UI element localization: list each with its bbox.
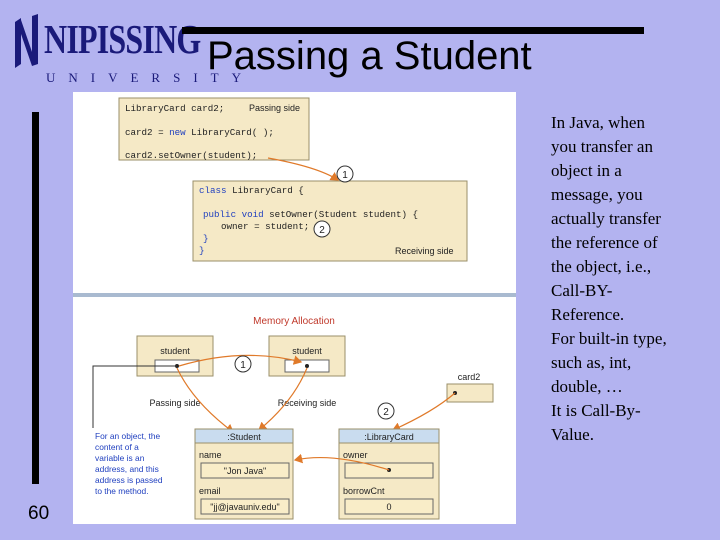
- passing-code-box: [118, 97, 310, 161]
- student-name-value: "Jon Java": [224, 466, 266, 476]
- student-email-value: "jj@javauniv.edu": [210, 502, 279, 512]
- page-number: 60: [28, 503, 50, 524]
- student-object-header: [194, 428, 294, 444]
- marker-1-memory: [234, 355, 252, 373]
- note-line-5: address is passed: [95, 475, 163, 485]
- receiving-ref-arrow: [258, 367, 308, 431]
- body-line: actually transfer: [551, 209, 661, 228]
- slide-title: Passing a Student: [207, 34, 532, 78]
- passing-side-memory-label: Passing side: [149, 398, 200, 408]
- receiving-code-line2: public void setOwner(Student student) {: [203, 209, 418, 220]
- passing-code-line3: card2.setOwner(student);: [125, 150, 257, 161]
- body-line: In Java, when: [551, 113, 645, 132]
- note-line-3: variable is an: [95, 453, 145, 463]
- logo-wordmark: NIPISSING: [44, 16, 201, 62]
- body-line: Call-BY-: [551, 281, 613, 300]
- note-line-2: content of a: [95, 442, 139, 452]
- body-line: For built-in type,: [551, 329, 667, 348]
- marker-1-top: [336, 165, 354, 183]
- receiving-code-line5: }: [199, 245, 205, 256]
- student-name-label: name: [199, 450, 222, 460]
- student-var-passing-label: student: [160, 346, 190, 356]
- card2-ref-arrow: [391, 392, 456, 432]
- body-line: the object, i.e.,: [551, 257, 652, 276]
- student-var-receiving-ref: [305, 364, 309, 368]
- note-box: [91, 428, 171, 498]
- student-name-slot: [200, 462, 290, 479]
- marker-2-memory: [377, 402, 395, 420]
- body-line: you transfer an: [551, 137, 653, 156]
- marker-2-memory-label: 2: [383, 407, 389, 418]
- receiving-code-line4: }: [203, 233, 209, 244]
- body-line: such as, int,: [551, 353, 632, 372]
- body-line: Reference.: [551, 305, 625, 324]
- receiving-side-label: Receiving side: [395, 246, 454, 256]
- university-logo: NIPISSING UNIVERSITY: [10, 10, 241, 90]
- section-divider: [73, 293, 516, 297]
- body-line: the reference of: [551, 233, 658, 252]
- owner-to-student-arrow: [293, 453, 390, 471]
- body-text: In Java, when you transfer an object in …: [551, 111, 716, 447]
- card-borrow-slot: [344, 498, 434, 515]
- student-object-title: :Student: [227, 432, 261, 442]
- librarycard-object-header: [338, 428, 440, 444]
- student-email-label: email: [199, 486, 221, 496]
- passing-side-label: Passing side: [249, 103, 300, 113]
- memory-heading: Memory Allocation: [253, 316, 335, 327]
- card-borrow-label: borrowCnt: [343, 486, 385, 496]
- card-owner-label: owner: [343, 450, 368, 460]
- card2-label: card2: [458, 372, 481, 382]
- card-borrow-value: 0: [386, 502, 391, 512]
- passing-object-diagram: LibraryCard card2; Passing side card2 = …: [73, 97, 516, 520]
- left-rule: [32, 112, 39, 484]
- receiving-code-line3: owner = student;: [221, 221, 309, 232]
- passing-code-line1: LibraryCard card2;: [125, 103, 224, 114]
- marker-1-memory-label: 1: [240, 360, 246, 371]
- code-arrow-1: [267, 157, 340, 181]
- body-line: object in a: [551, 161, 622, 180]
- note-line-6: to the method.: [95, 486, 149, 496]
- body-line: It is Call-By-: [551, 401, 641, 420]
- receiving-code-line1: class LibraryCard {: [199, 185, 304, 196]
- receiving-code-box: [192, 180, 468, 262]
- note-line-4: address, and this: [95, 464, 159, 474]
- marker-2-top-label: 2: [319, 225, 325, 236]
- note-leader-line: [92, 365, 177, 430]
- body-line: message, you: [551, 185, 643, 204]
- passing-code-line2: card2 = new LibraryCard( );: [125, 127, 274, 138]
- card2-var-box: [446, 383, 494, 403]
- nipissing-n-emblem-icon: [15, 14, 38, 68]
- body-line: double, …: [551, 377, 623, 396]
- note-line-1: For an object, the: [95, 431, 161, 441]
- body-line: Value.: [551, 425, 594, 444]
- receiving-side-memory-label: Receiving side: [278, 398, 337, 408]
- marker-2-top: [313, 220, 331, 238]
- student-var-receiving-label: student: [292, 346, 322, 356]
- librarycard-object-title: :LibraryCard: [364, 432, 414, 442]
- marker-1-top-label: 1: [342, 170, 348, 181]
- memory-arrow-1: [178, 354, 303, 367]
- logo-subtitle: UNIVERSITY: [46, 70, 254, 85]
- title-rule: [182, 27, 644, 34]
- student-email-slot: [200, 498, 290, 515]
- diagram-figure: LibraryCard card2; Passing side card2 = …: [73, 92, 516, 524]
- passing-ref-arrow: [176, 367, 234, 433]
